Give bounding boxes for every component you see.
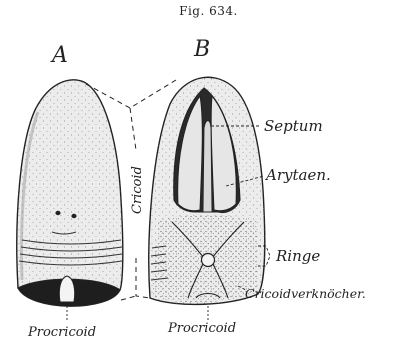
figure-title: Fig. 634. [0, 4, 417, 18]
drawing-a [17, 80, 123, 322]
label-view-a: A [50, 43, 68, 68]
label-view-b: B [193, 37, 210, 62]
procricoid-a [59, 276, 74, 302]
label-procricoid-a: Procricoid [27, 325, 96, 340]
procricoid-b [202, 254, 215, 267]
label-arytaen: Arytaen. [264, 166, 331, 184]
label-septum: Septum [264, 117, 323, 135]
foramen-left [55, 211, 60, 215]
label-cricoid: Cricoid [130, 166, 145, 214]
label-ringe: Ringe [275, 247, 320, 265]
foramen-right [71, 214, 76, 218]
label-procricoid-b: Procricoid [167, 321, 236, 336]
septum [203, 121, 212, 213]
label-cricoidverknocher: Cricoidverknöcher. [245, 286, 366, 301]
